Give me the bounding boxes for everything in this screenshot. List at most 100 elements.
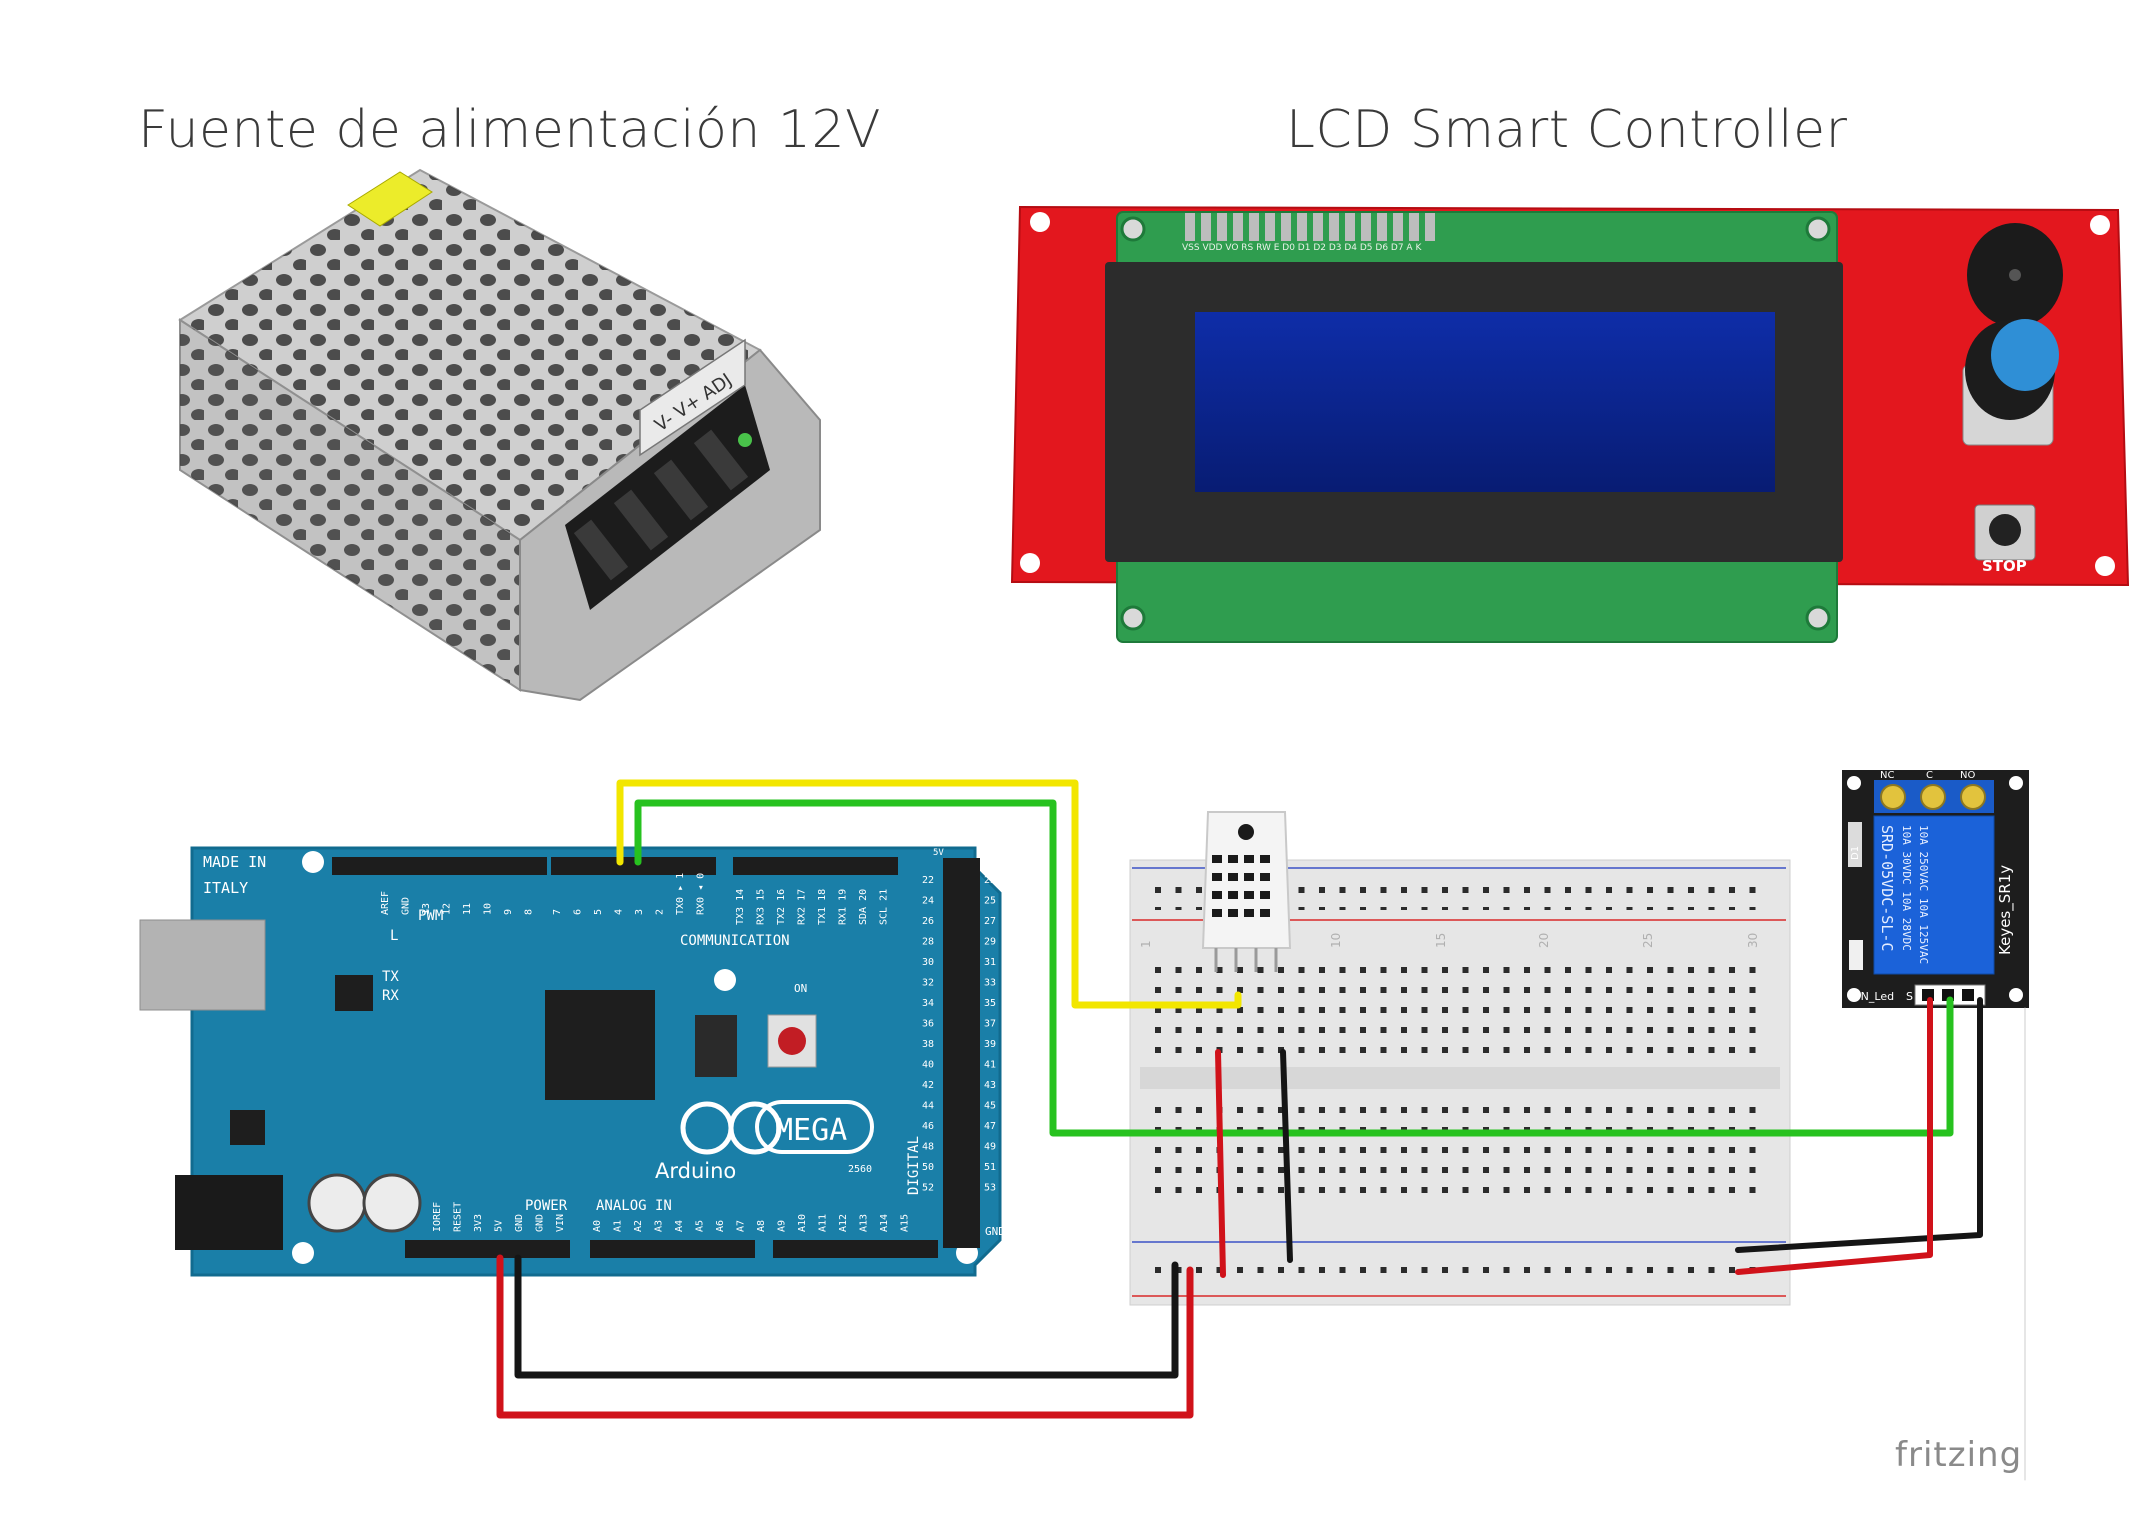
- pin-top-right-5: RX1 19: [838, 889, 849, 925]
- pin-analog-7: A7: [736, 1220, 747, 1232]
- pin-right-right-7: 37: [984, 1019, 996, 1030]
- bb-col-15: 15: [1434, 933, 1448, 948]
- wire-black-relay: [1735, 997, 1983, 1253]
- power-supply-12v: V- V+ ADJ: [178, 168, 821, 702]
- pin-right-left-14: 50: [922, 1162, 934, 1173]
- pin-top-mid-0: 7: [552, 909, 563, 915]
- pin-right-right-2: 27: [984, 916, 996, 927]
- pin-power-1: RESET: [453, 1202, 464, 1232]
- pin-top-mid-4: 3: [634, 909, 645, 915]
- pin-right-right-4: 31: [984, 957, 996, 968]
- pin-right-left-3: 28: [922, 937, 934, 948]
- pin-top-left-6: 9: [503, 909, 514, 915]
- lcd-title: LCD Smart Controller: [1286, 100, 1848, 160]
- dht-sensor: [1201, 811, 1292, 972]
- pin-top-right-2: TX2 16: [776, 889, 787, 925]
- rx-label: RX: [382, 988, 399, 1004]
- stop-button-icon: [1989, 514, 2021, 546]
- bb-col-10: 10: [1329, 933, 1343, 948]
- pin-top-mid-3: 4: [614, 909, 625, 915]
- relay-spec-line-1: 10A 250VAC 10A 125VAC: [1917, 825, 1930, 964]
- reset-button-icon: [778, 1027, 806, 1055]
- pin-top-right-1: RX3 15: [756, 889, 767, 925]
- pin-analog-6: A6: [715, 1220, 726, 1232]
- mega-model-sub: 2560: [848, 1164, 872, 1175]
- pin-power-5: GND: [535, 1214, 546, 1232]
- pin-right-right-13: 49: [984, 1142, 996, 1153]
- pin-analog-14: A14: [879, 1214, 890, 1232]
- pin-top-mid-2: 5: [593, 909, 604, 915]
- pin-right-left-15: 52: [922, 1183, 934, 1194]
- arduino-brand: Arduino: [655, 1159, 736, 1183]
- pin-right-left-10: 42: [922, 1080, 934, 1091]
- relay-terminal-c: C: [1926, 770, 1933, 781]
- relay-d1-label: D1: [1850, 846, 1861, 860]
- relay-terminal-no: NO: [1960, 770, 1975, 781]
- pin-analog-8: A8: [756, 1220, 767, 1232]
- psu-title: Fuente de alimentación 12V: [138, 100, 882, 160]
- pin-right-left-1: 24: [922, 896, 934, 907]
- analog-in-label: ANALOG IN: [596, 1198, 672, 1214]
- pin-analog-12: A12: [838, 1214, 849, 1232]
- pin-right-right-9: 41: [984, 1060, 996, 1071]
- pin-right-right-0: 23: [984, 875, 996, 886]
- pwm-label: PWM: [418, 908, 443, 924]
- pin-top-left-4: 11: [462, 903, 473, 915]
- pin-right-right-14: 51: [984, 1162, 996, 1173]
- pin-top-mid-7: RX0 ◂ 0: [696, 873, 707, 915]
- pin-analog-4: A4: [674, 1220, 685, 1232]
- five-v-label: 5V: [933, 848, 944, 858]
- relay-s-label: S: [1906, 990, 1913, 1003]
- power-label: POWER: [525, 1198, 568, 1214]
- pin-top-left-2: 13: [421, 903, 432, 915]
- pin-top-right-6: SDA 20: [858, 889, 869, 925]
- wire-yellow-signal: [616, 779, 1242, 1009]
- pin-right-left-5: 32: [922, 978, 934, 989]
- pin-top-left-1: GND: [401, 897, 412, 915]
- pin-right-right-11: 45: [984, 1101, 996, 1112]
- on-label: ON: [794, 982, 807, 995]
- pin-power-0: IOREF: [432, 1202, 443, 1232]
- pin-right-left-8: 38: [922, 1039, 934, 1050]
- wires: [496, 779, 2026, 1481]
- pin-top-left-3: 12: [442, 903, 453, 915]
- pin-top-mid-6: TX0 ▸ 1: [675, 873, 686, 915]
- bb-col-30: 30: [1746, 933, 1760, 948]
- communication-label: COMMUNICATION: [680, 933, 790, 949]
- mega-model: MEGA: [775, 1113, 847, 1148]
- pin-right-left-13: 48: [922, 1142, 934, 1153]
- pin-right-right-5: 33: [984, 978, 996, 989]
- lcd-smart-controller: VSS VDD VO RS RW E D0 D1 D2 D3 D4 D5 D6 …: [1010, 205, 2130, 643]
- pin-analog-3: A3: [654, 1220, 665, 1232]
- arduino-mega-2560: MADE IN ITALY PWM L TX RX ON COMMUNICATI…: [139, 846, 1005, 1277]
- relay-module: NC C NO 10A 250VAC 10A 125VAC 10A 30VDC …: [1842, 770, 2029, 1008]
- pin-right-right-3: 29: [984, 937, 996, 948]
- pin-right-right-1: 25: [984, 896, 996, 907]
- microcontroller-chip-icon: [545, 990, 655, 1100]
- pin-power-2: 3V3: [473, 1214, 484, 1232]
- pin-top-right-0: TX3 14: [735, 889, 746, 925]
- relay-on-led-label: ON_Led: [1852, 990, 1894, 1003]
- digital-label: DIGITAL: [906, 1136, 922, 1195]
- pin-right-right-6: 35: [984, 998, 996, 1009]
- pin-power-3: 5V: [494, 1220, 505, 1232]
- pin-power-4: GND: [514, 1214, 525, 1232]
- pin-analog-1: A1: [613, 1220, 624, 1232]
- pin-right-right-15: 53: [984, 1183, 996, 1194]
- wire-green-signal: [634, 799, 1954, 1137]
- pin-analog-9: A9: [777, 1220, 788, 1232]
- pin-right-left-4: 30: [922, 957, 934, 968]
- pin-top-mid-1: 6: [573, 909, 584, 915]
- relay-side-label: Keyes_SR1y: [1996, 865, 2015, 955]
- bb-col-25: 25: [1641, 933, 1655, 948]
- pin-analog-2: A2: [633, 1220, 644, 1232]
- wire-red-relay: [1735, 997, 1933, 1275]
- wire-black-gnd: [514, 1254, 1179, 1379]
- pin-analog-13: A13: [859, 1214, 870, 1232]
- pin-top-left-5: 10: [483, 903, 494, 915]
- dc-jack-icon: [175, 1175, 283, 1250]
- pin-right-left-12: 46: [922, 1121, 934, 1132]
- pin-analog-15: A15: [900, 1214, 911, 1232]
- wire-red-dht: [1215, 1049, 1226, 1278]
- tx-label: TX: [382, 969, 399, 985]
